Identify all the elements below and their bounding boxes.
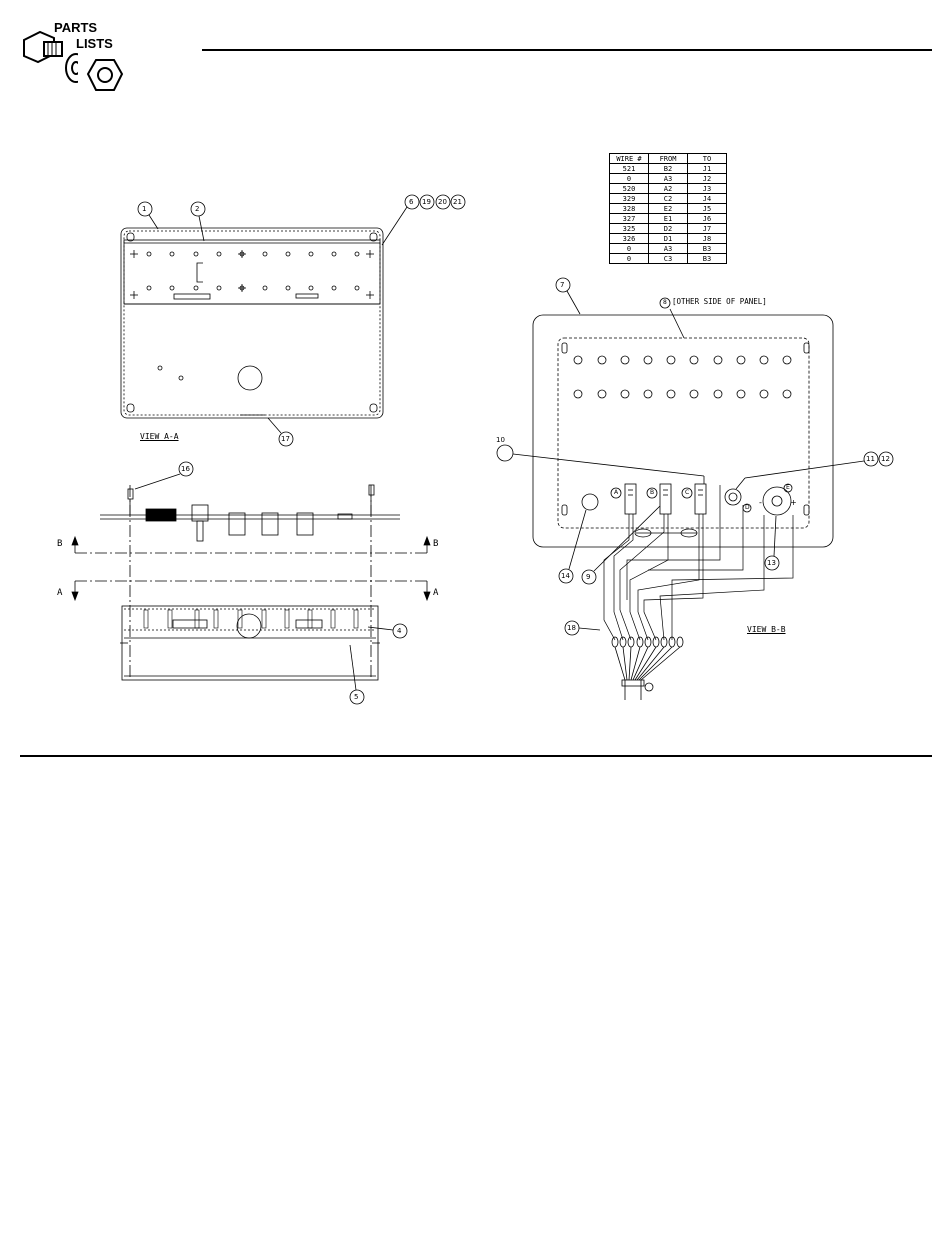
wire-table-header-cell: FROM [649, 154, 688, 164]
connector-label-a: A [614, 489, 618, 496]
callout-number-11: 11 [866, 455, 875, 463]
callout-number-16: 16 [181, 465, 190, 473]
view-b-b-label: VIEW B-B [747, 625, 786, 634]
callout-1 [138, 202, 158, 229]
callout-number-18: 18 [567, 624, 576, 632]
callout-number-6: 6 [409, 198, 413, 206]
wire-number-cell: 0 [610, 254, 649, 264]
wire-table-header-cell: WIRE # [610, 154, 649, 164]
to-cell: J4 [688, 194, 727, 204]
table-row: 0A3B3 [610, 244, 727, 254]
callout-number-8: 8 [663, 299, 667, 306]
callout-number-10: 10 [496, 436, 505, 444]
to-cell: J2 [688, 174, 727, 184]
from-cell: A3 [649, 174, 688, 184]
to-cell: J1 [688, 164, 727, 174]
callout-number-14: 14 [561, 572, 570, 580]
callout-number-20: 20 [438, 198, 447, 206]
from-cell: A3 [649, 244, 688, 254]
assembly-drawing [0, 0, 950, 760]
side-view [100, 485, 400, 541]
wire-table-header-cell: TO [688, 154, 727, 164]
terminal-block [612, 637, 683, 700]
to-cell: J5 [688, 204, 727, 214]
wire-number-cell: 520 [610, 184, 649, 194]
section-mark-b-left: B [57, 539, 62, 549]
view-b-hole-grid [574, 356, 791, 398]
section-arrows [72, 537, 430, 600]
wire-number-cell: 328 [610, 204, 649, 214]
view-b-b-panel [533, 315, 833, 547]
callout-number-4: 4 [397, 627, 401, 635]
connector-label-plus: + [790, 498, 797, 507]
wire-number-cell: 521 [610, 164, 649, 174]
wire-number-cell: 327 [610, 214, 649, 224]
section-mark-b-right: B [433, 539, 438, 549]
callout-number-9: 9 [586, 573, 590, 581]
from-cell: B2 [649, 164, 688, 174]
connector-label-c: C [685, 489, 689, 496]
wire-number-cell: 326 [610, 234, 649, 244]
wire-number-cell: 0 [610, 174, 649, 184]
connector-label-minus: - [759, 498, 762, 507]
callout-number-17: 17 [281, 435, 290, 443]
to-cell: J7 [688, 224, 727, 234]
from-cell: D2 [649, 224, 688, 234]
view-a-a-label: VIEW A-A [140, 432, 179, 441]
from-cell: E2 [649, 204, 688, 214]
panel-note: [OTHER SIDE OF PANEL] [672, 297, 767, 306]
callout-number-2: 2 [195, 205, 199, 213]
to-cell: B3 [688, 244, 727, 254]
connector-label-d: D [745, 504, 750, 511]
to-cell: J6 [688, 214, 727, 224]
to-cell: J8 [688, 234, 727, 244]
from-cell: C2 [649, 194, 688, 204]
from-cell: D1 [649, 234, 688, 244]
callout-number-5: 5 [354, 693, 358, 701]
callout-number-21: 21 [453, 198, 462, 206]
callout-number-13: 13 [767, 559, 776, 567]
callout-number-1: 1 [142, 205, 146, 213]
hole-row-1 [147, 252, 359, 290]
from-cell: A2 [649, 184, 688, 194]
connector-label-b: B [650, 489, 654, 496]
callout-number-7: 7 [560, 281, 564, 289]
callout-number-19: 19 [422, 198, 431, 206]
wire-number-cell: 325 [610, 224, 649, 234]
from-cell: E1 [649, 214, 688, 224]
section-mark-a-left: A [57, 588, 62, 598]
callout-number-12: 12 [881, 455, 890, 463]
section-mark-a-right: A [433, 588, 438, 598]
wire-number-cell: 0 [610, 244, 649, 254]
callout-10 [497, 445, 704, 484]
wire-table-header: WIRE # FROM TO [610, 154, 727, 164]
wire-number-cell: 329 [610, 194, 649, 204]
bottom-view-enclosure [120, 606, 380, 680]
from-cell: C3 [649, 254, 688, 264]
view-a-a-panel [121, 228, 383, 418]
callout-9 [582, 506, 660, 584]
to-cell: J3 [688, 184, 727, 194]
connector-label-e: E [786, 484, 790, 491]
to-cell: B3 [688, 254, 727, 264]
section-lines [75, 485, 428, 680]
